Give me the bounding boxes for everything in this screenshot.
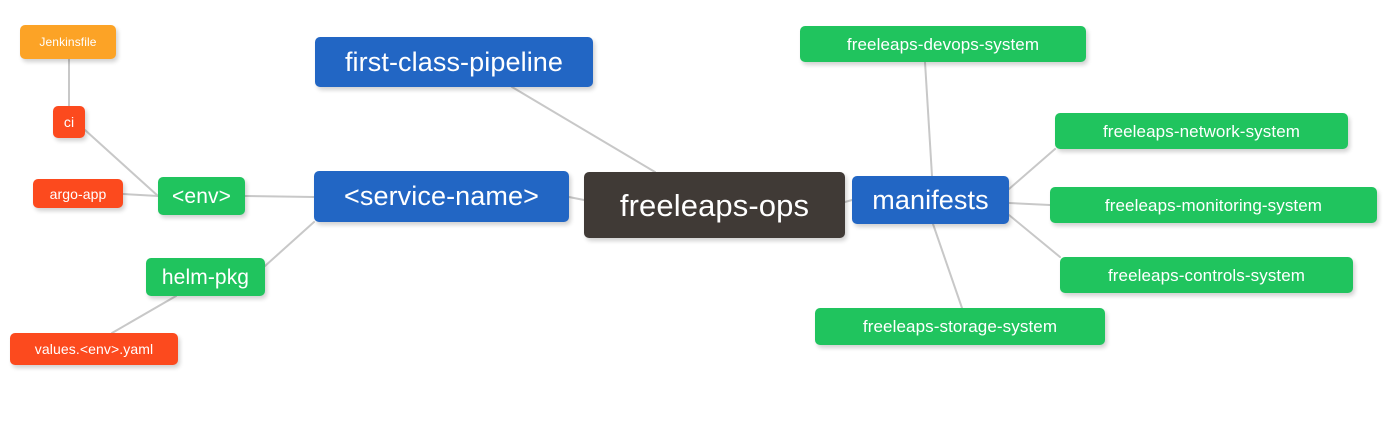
node-label-freeleaps-network-system: freeleaps-network-system: [1102, 121, 1301, 141]
edge-manifests-to-freeleaps-monitoring-system: [1008, 202, 1051, 206]
node-label-freeleaps-controls-system: freeleaps-controls-system: [1107, 265, 1306, 285]
edge-service-name-to-helm-pkg: [264, 221, 315, 267]
node-label-env: <env>: [172, 184, 231, 208]
node-label-values-yaml: values.<env>.yaml: [34, 341, 154, 357]
node-freeleaps-storage-system[interactable]: freeleaps-storage-system: [815, 308, 1105, 345]
node-freeleaps-ops[interactable]: freeleaps-ops: [584, 172, 845, 238]
node-label-service-name: <service-name>: [344, 181, 539, 211]
node-label-manifests: manifests: [872, 184, 989, 215]
edge-manifests-to-freeleaps-storage-system: [932, 223, 963, 309]
node-ci[interactable]: ci: [53, 106, 85, 138]
edge-env-to-service-name: [244, 195, 315, 198]
edge-manifests-to-freeleaps-devops-system: [924, 61, 933, 177]
edge-helm-pkg-to-values-yaml: [111, 295, 177, 334]
edge-freeleaps-ops-to-manifests: [844, 199, 853, 203]
node-label-freeleaps-ops: freeleaps-ops: [619, 187, 810, 223]
node-freeleaps-network-system[interactable]: freeleaps-network-system: [1055, 113, 1348, 149]
edge-manifests-to-freeleaps-network-system: [1008, 148, 1056, 190]
edge-first-class-pipeline-to-freeleaps-ops: [511, 86, 656, 173]
node-env[interactable]: <env>: [158, 177, 245, 215]
node-label-helm-pkg: helm-pkg: [161, 265, 250, 289]
node-label-freeleaps-devops-system: freeleaps-devops-system: [846, 34, 1040, 54]
node-values-yaml[interactable]: values.<env>.yaml: [10, 333, 178, 365]
node-label-first-class-pipeline: first-class-pipeline: [344, 46, 564, 77]
node-freeleaps-controls-system[interactable]: freeleaps-controls-system: [1060, 257, 1353, 293]
edge-argo-app-to-env: [122, 193, 159, 197]
node-service-name[interactable]: <service-name>: [314, 171, 569, 222]
node-label-ci: ci: [63, 114, 75, 130]
node-freeleaps-monitoring-system[interactable]: freeleaps-monitoring-system: [1050, 187, 1377, 223]
node-label-jenkinsfile: Jenkinsfile: [39, 35, 97, 49]
node-manifests[interactable]: manifests: [852, 176, 1009, 224]
node-label-freeleaps-monitoring-system: freeleaps-monitoring-system: [1104, 195, 1323, 215]
node-freeleaps-devops-system[interactable]: freeleaps-devops-system: [800, 26, 1086, 62]
node-label-argo-app: argo-app: [49, 185, 107, 202]
node-argo-app[interactable]: argo-app: [33, 179, 123, 208]
node-label-freeleaps-storage-system: freeleaps-storage-system: [862, 317, 1058, 336]
node-helm-pkg[interactable]: helm-pkg: [146, 258, 265, 296]
node-first-class-pipeline[interactable]: first-class-pipeline: [315, 37, 593, 87]
edge-service-name-to-freeleaps-ops: [568, 196, 585, 201]
node-jenkinsfile[interactable]: Jenkinsfile: [20, 25, 116, 59]
